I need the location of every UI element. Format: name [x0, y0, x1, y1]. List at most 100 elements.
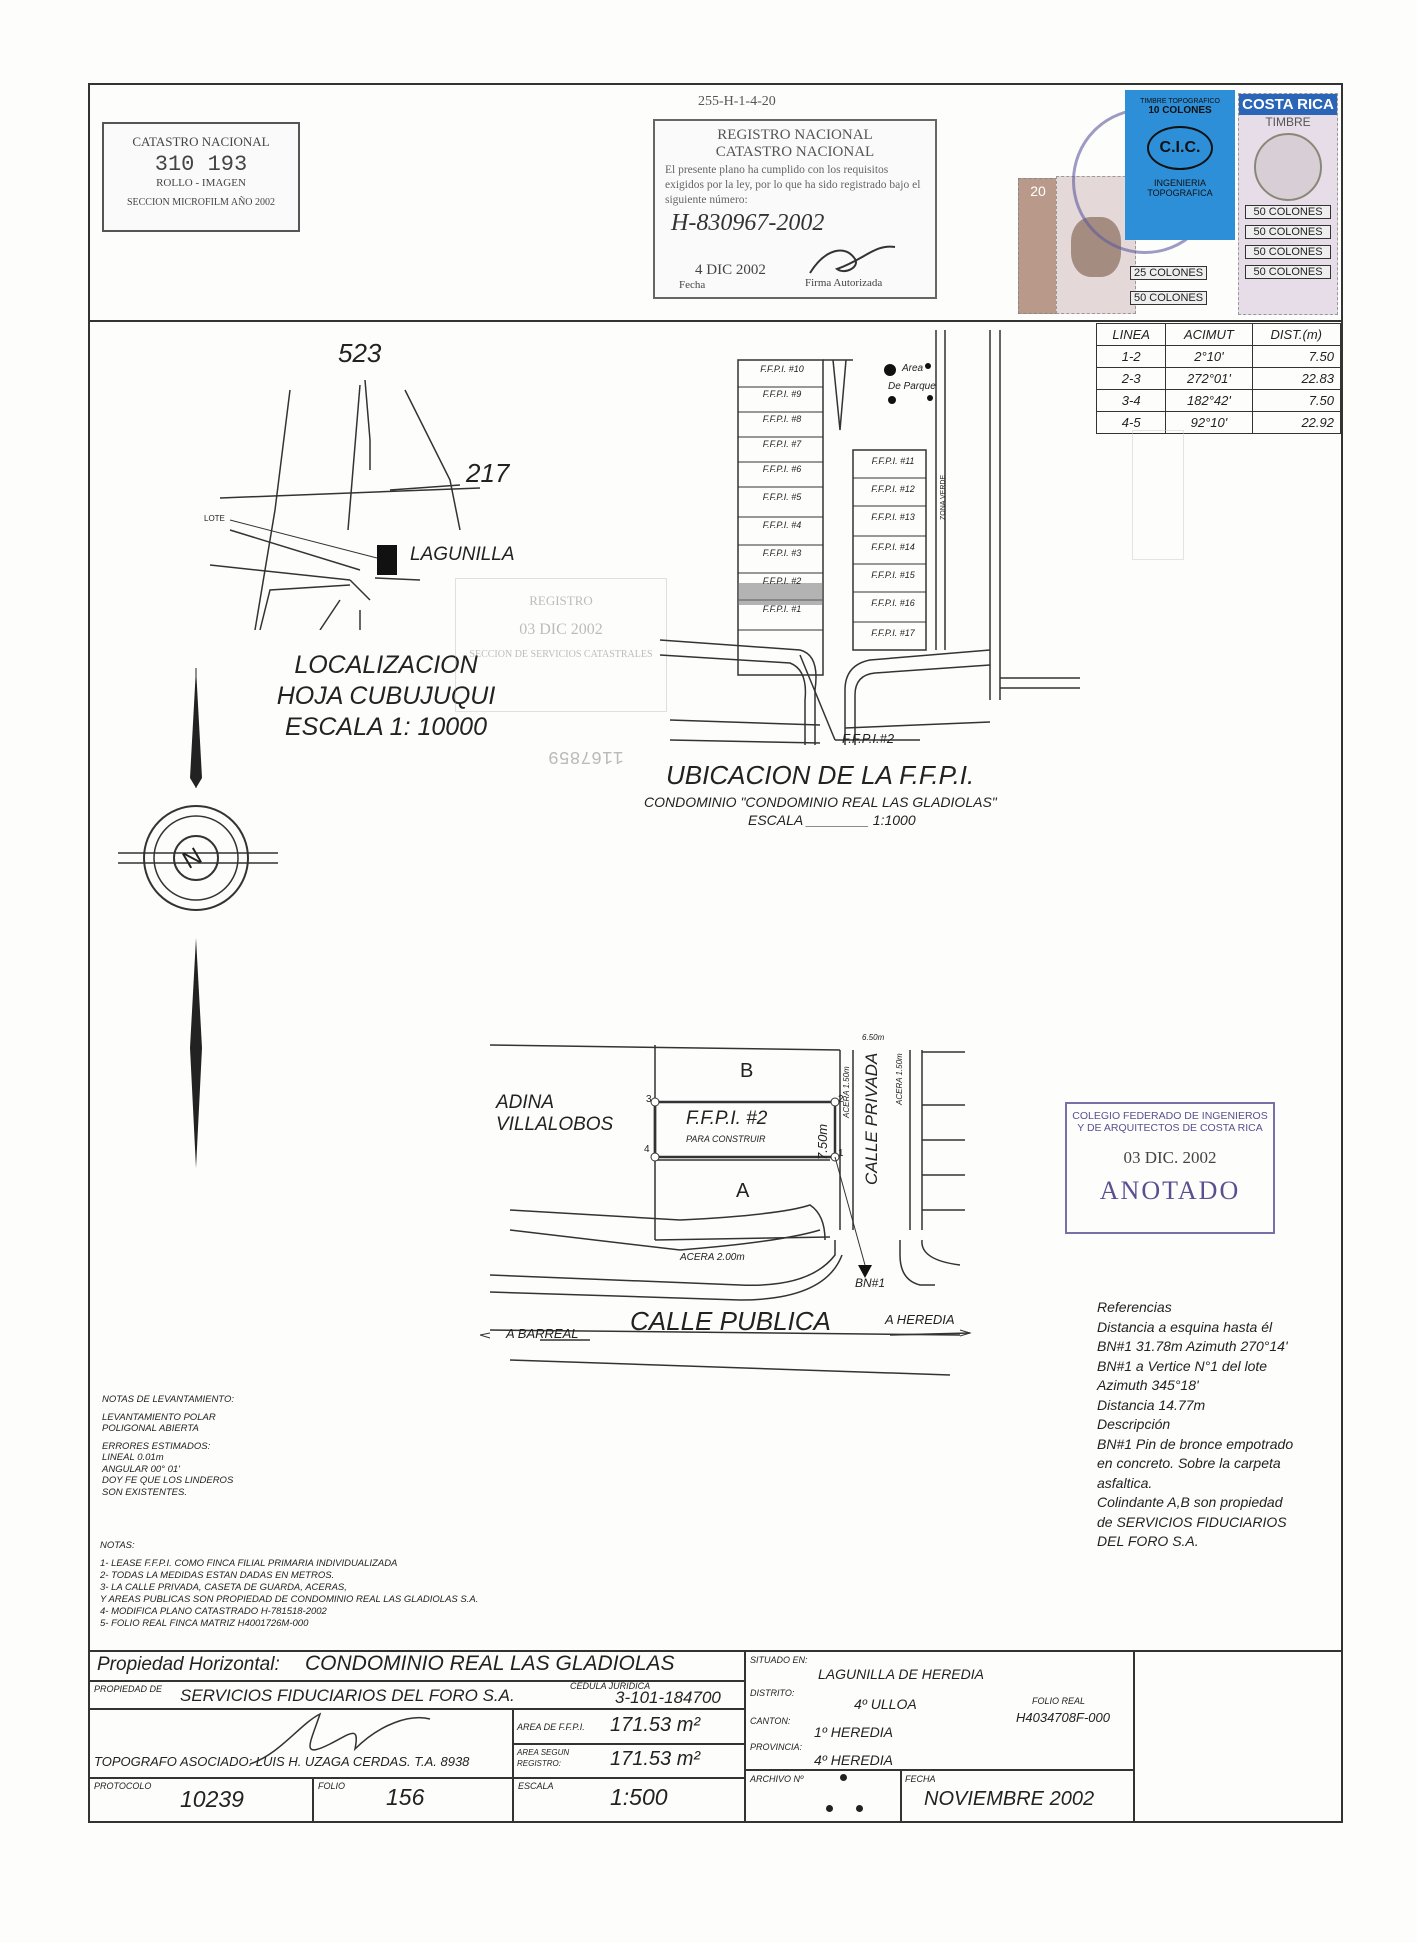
colegio-stamp-line1: COLEGIO FEDERADO DE INGENIEROS — [1072, 1110, 1268, 1122]
notas-line: 4- MODIFICA PLANO CATASTRADO H-781518-20… — [100, 1606, 327, 1617]
cedula-label: CEDULA JURIDICA — [570, 1681, 651, 1691]
parque-dot — [927, 395, 933, 401]
area-reg-value: 171.53 m² — [610, 1748, 701, 1770]
calle-privada-label: CALLE PRIVADA — [862, 1052, 881, 1185]
catastro-stamp-line1: CATASTRO NACIONAL — [132, 134, 270, 149]
area-parque-label1: Area — [902, 363, 924, 374]
ubicacion-left-lots: F.F.P.I. #10 F.F.P.I. #9 F.F.P.I. #8 F.F… — [742, 364, 822, 632]
ffpi2-label: F.F.P.I. #2 — [686, 1108, 768, 1129]
folio-label: FOLIO — [318, 1781, 346, 1791]
provincia-value: 4º HEREDIA — [814, 1752, 894, 1768]
colegio-stamp: COLEGIO FEDERADO DE INGENIEROS Y DE ARQU… — [1065, 1102, 1275, 1234]
title-block: Propiedad Horizontal: CONDOMINIO REAL LA… — [90, 1650, 1341, 1823]
registro-title2: CATASTRO NACIONAL — [715, 144, 875, 160]
notas-line: 2- TODAS LA MEDIDAS ESTAN DADAS EN METRO… — [100, 1570, 335, 1581]
timbre-value-3: 50 COLONES — [1245, 245, 1331, 259]
area-parque-label2: De Parque — [888, 381, 936, 392]
calle-publica-label: CALLE PUBLICA — [630, 1306, 831, 1336]
provincia-label: PROVINCIA: — [750, 1742, 803, 1752]
topografo-signature — [249, 1712, 431, 1765]
lot-label: F.F.P.I. #6 — [762, 464, 802, 474]
vertex-label-2: 2 — [838, 1094, 844, 1105]
parque-dot — [884, 364, 896, 376]
propiedad-label: PROPIEDAD DE — [94, 1684, 163, 1694]
lot-label: F.F.P.I. #13 — [871, 512, 915, 522]
timbre-costa-rica-label: COSTA RICA — [1239, 94, 1337, 115]
notas-line: 3- LA CALLE PRIVADA, CASETA DE GUARDA, A… — [100, 1582, 347, 1593]
table-cell: 7.50 — [1251, 345, 1341, 368]
colegio-stamp-date: 03 DIC. 2002 — [1123, 1148, 1217, 1167]
timbre-20: 20 — [1018, 178, 1058, 314]
zona-verde-label: ZONA VERDE — [940, 474, 947, 520]
ubicacion-subtitle: CONDOMINIO "CONDOMINIO REAL LAS GLADIOLA… — [644, 794, 997, 810]
situado-value: LAGUNILLA DE HEREDIA — [818, 1666, 984, 1682]
ubicacion-map — [659, 330, 1080, 745]
notas-levantamiento: NOTAS DE LEVANTAMIENTO: LEVANTAMIENTO PO… — [102, 1394, 234, 1498]
protocolo-value: 10239 — [180, 1786, 244, 1812]
distrito-value: 4º ULLOA — [854, 1696, 917, 1712]
a-barreal-label: A BARREAL — [506, 1326, 579, 1341]
ph-value: CONDOMINIO REAL LAS GLADIOLAS — [305, 1652, 675, 1675]
referencias-block: Referencias Distancia a esquina hasta él… — [1097, 1298, 1293, 1552]
timbre-left-value-1: 25 COLONES — [1130, 266, 1208, 280]
propiedad-value: SERVICIOS FIDUCIARIOS DEL FORO S.A. — [180, 1686, 515, 1705]
dim-650-label: 6.50m — [862, 1033, 885, 1042]
area-reg-label1: AREA SEGUN — [517, 1748, 570, 1757]
lot-label: F.F.P.I. #15 — [871, 570, 915, 580]
vertex-label-1: 1 — [838, 1148, 844, 1159]
azimuth-header-acimut: ACIMUT — [1165, 323, 1253, 346]
lot-a-label: A — [736, 1180, 750, 1202]
acera-200-label: ACERA 2.00m — [680, 1252, 745, 1263]
referencias-line: DEL FORO S.A. — [1097, 1533, 1199, 1549]
num-523: 523 — [338, 338, 382, 368]
timbre-value-4: 50 COLONES — [1245, 265, 1331, 279]
folio-real-label: FOLIO REAL — [1032, 1696, 1086, 1706]
parque-dot — [888, 396, 896, 404]
notas-levantamiento-line: POLIGONAL ABIERTA — [102, 1423, 199, 1434]
notas-levantamiento-line: ERRORES ESTIMADOS: — [102, 1440, 211, 1452]
area-label: AREA DE F.F.P.I. — [517, 1722, 585, 1732]
notas-levantamiento-line: ANGULAR 00° 01' — [102, 1463, 180, 1475]
table-cell: 22.83 — [1251, 367, 1341, 390]
localizacion-title-line1: LOCALIZACION — [294, 651, 478, 679]
lot-label: F.F.P.I. #1 — [762, 604, 802, 614]
ubicacion-title: UBICACION DE LA F.F.P.I. — [666, 760, 975, 790]
notas-line: Y AREAS PUBLICAS SON PROPIEDAD DE CONDOM… — [100, 1594, 479, 1605]
timbre-cfia-value: 10 COLONES — [1148, 105, 1212, 116]
vertex-label-3: 3 — [646, 1094, 652, 1105]
timbre-costa-rica: COSTA RICA TIMBRE 50 COLONES 50 COLONES … — [1238, 93, 1338, 315]
dim-750-label: 7.50m — [815, 1123, 830, 1160]
azimuth-header-row: LINEA ACIMUT DIST.(m) — [1095, 323, 1341, 346]
topografo-label: TOPOGRAFO ASOCIADO: LUIS H. UZAGA CERDAS… — [94, 1754, 470, 1769]
fecha-value: NOVIEMBRE 2002 — [924, 1788, 1095, 1810]
faded-stamp-line3: SECCION DE SERVICIOS CATASTRALES — [469, 649, 653, 660]
referencias-line: Azimuth 345°18' — [1097, 1377, 1199, 1393]
referencias-line: Distancia 14.77m — [1097, 1396, 1206, 1413]
lot-label: F.F.P.I. #17 — [871, 628, 915, 638]
table-cell: 2°10' — [1165, 345, 1253, 368]
timbre-stamps: 20 TIMBRE TOPOGRAFICO 10 COLONES C.I.C. … — [1012, 88, 1338, 320]
timbre-cfia-top: TIMBRE TOPOGRAFICO — [1140, 98, 1220, 105]
parque-dot — [925, 363, 931, 369]
registro-number: H-830967-2002 — [671, 210, 825, 236]
ffpi2-sublabel: PARA CONSTRUIR — [686, 1134, 766, 1144]
escala-label: ESCALA — [518, 1781, 554, 1791]
adina-label-line2: VILLALOBOS — [496, 1114, 614, 1135]
lote-marker — [377, 545, 397, 575]
canton-value: 1º HEREDIA — [814, 1724, 894, 1740]
adina-label: ADINA VILLALOBOS — [496, 1092, 613, 1136]
lot-label: F.F.P.I. #4 — [762, 520, 802, 530]
timbre-cfia-logo: C.I.C. — [1147, 126, 1213, 170]
ffpi-2-highlight — [738, 583, 823, 605]
referencias-line: Referencias — [1097, 1299, 1172, 1315]
timbre-emblem — [1254, 133, 1322, 201]
referencias-line: Distancia a esquina hasta él — [1097, 1318, 1273, 1335]
table-cell: 272°01' — [1165, 367, 1253, 390]
situado-label: SITUADO EN: — [750, 1655, 808, 1665]
faded-stamp-date: 03 DIC 2002 — [519, 621, 603, 638]
referencias-line: BN#1 31.78m Azimuth 270°14' — [1097, 1338, 1288, 1354]
lot-label: F.F.P.I. #8 — [762, 414, 802, 424]
table-cell: 4-5 — [1095, 411, 1167, 434]
